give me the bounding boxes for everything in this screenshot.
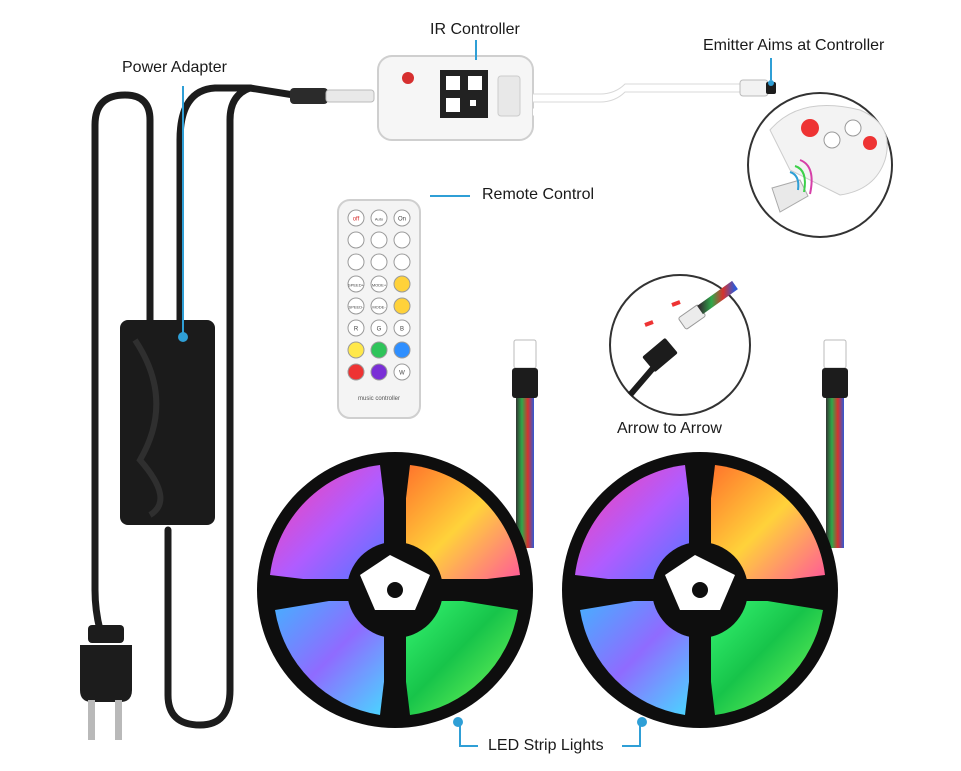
label-arrow-to-arrow: Arrow to Arrow	[617, 420, 722, 437]
remote-button	[370, 231, 388, 249]
power-cable	[91, 84, 304, 729]
callout-lines	[182, 40, 772, 747]
ir-emitter	[739, 79, 776, 97]
remote-button	[370, 209, 388, 227]
strip-connector-right	[822, 339, 848, 548]
strip-connector-left	[512, 339, 538, 548]
remote-brand: music controller	[358, 396, 400, 402]
ir-receiver-icon	[402, 72, 414, 84]
remote-button	[347, 231, 365, 249]
dc-plug	[290, 88, 328, 104]
remote-button-label: MODE+	[372, 283, 387, 288]
remote-button	[347, 209, 365, 227]
remote-button-label: On	[398, 217, 406, 223]
led-reel-right	[562, 452, 838, 728]
remote-button-label: Auto	[375, 217, 384, 222]
remote-button	[370, 319, 388, 337]
remote-button	[393, 341, 411, 359]
remote-button-label: G	[377, 327, 382, 333]
arrow-callout	[609, 274, 751, 416]
led-strip-marker-right	[637, 717, 647, 727]
remote-button	[393, 319, 411, 337]
remote-button	[393, 297, 411, 315]
remote-button	[347, 297, 365, 315]
remote-button	[370, 297, 388, 315]
remote-button	[393, 253, 411, 271]
remote-button	[370, 275, 388, 293]
remote-button-label: W	[399, 371, 405, 377]
led-strip-marker-left	[453, 717, 463, 727]
remote-button	[370, 341, 388, 359]
power-adapter-marker	[178, 332, 188, 342]
remote-button	[370, 253, 388, 271]
remote-button	[393, 363, 411, 381]
remote-button	[347, 253, 365, 271]
remote-button	[347, 319, 365, 337]
label-emitter: Emitter Aims at Controller	[703, 37, 885, 54]
remote-button	[347, 363, 365, 381]
remote-button-label: SPEED-	[349, 305, 365, 310]
white-cable-outline	[533, 83, 745, 103]
remote-button	[347, 275, 365, 293]
remote-button-label: MODE-	[372, 305, 386, 310]
label-ir-controller: IR Controller	[430, 21, 520, 38]
remote-button-label: SPEED+	[348, 283, 365, 288]
dc-jack	[325, 89, 375, 103]
remote-button-label: off	[353, 217, 360, 223]
white-cable	[520, 84, 838, 345]
remote-button	[370, 363, 388, 381]
wall-plug	[80, 625, 132, 740]
remote-button-label: R	[354, 327, 359, 333]
remote-button	[393, 275, 411, 293]
emitter-callout	[747, 92, 893, 238]
ir-controller	[377, 55, 534, 141]
label-remote-control: Remote Control	[482, 186, 595, 203]
remote-button-label: B	[400, 327, 404, 333]
label-power-adapter: Power Adapter	[122, 59, 227, 76]
label-led-strip: LED Strip Lights	[488, 737, 604, 754]
remote-button	[393, 231, 411, 249]
led-reel-left	[257, 452, 533, 728]
remote-button	[393, 209, 411, 227]
power-adapter	[120, 320, 215, 525]
remote-button	[347, 341, 365, 359]
